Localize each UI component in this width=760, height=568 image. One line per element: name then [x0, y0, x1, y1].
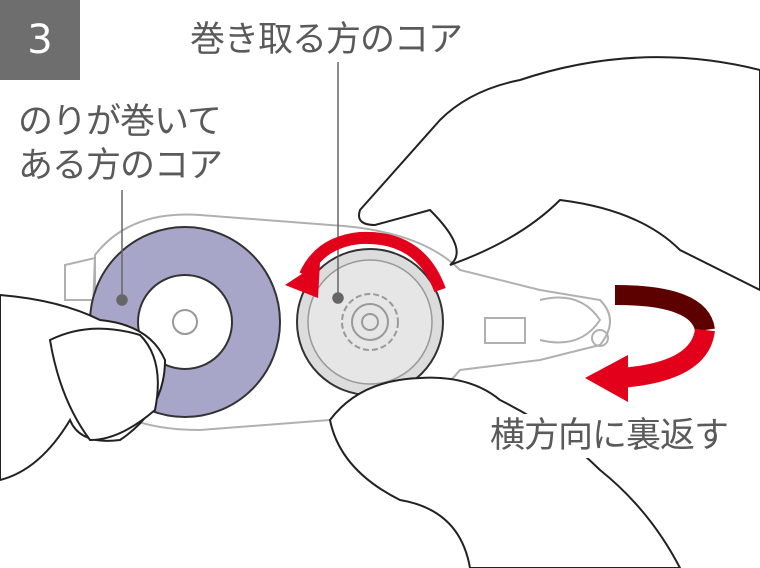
flip-instruction-label: 横方向に裏返す: [490, 414, 729, 458]
flip-arrow: [585, 285, 715, 402]
dispenser-body: [64, 213, 611, 432]
step-number-badge: 3: [0, 0, 80, 80]
bottom-hand: [328, 376, 682, 568]
leader-lines: [116, 62, 344, 306]
takeup-core: [296, 248, 444, 396]
hands: [0, 56, 760, 568]
takeup-core-label: 巻き取る方のコア: [190, 20, 463, 60]
rotation-arrow: [285, 231, 446, 298]
supply-core-label-line1: のりが巻いて: [18, 102, 222, 142]
top-right-hand: [358, 56, 760, 292]
supply-core-label-line2: ある方のコア: [18, 146, 223, 186]
